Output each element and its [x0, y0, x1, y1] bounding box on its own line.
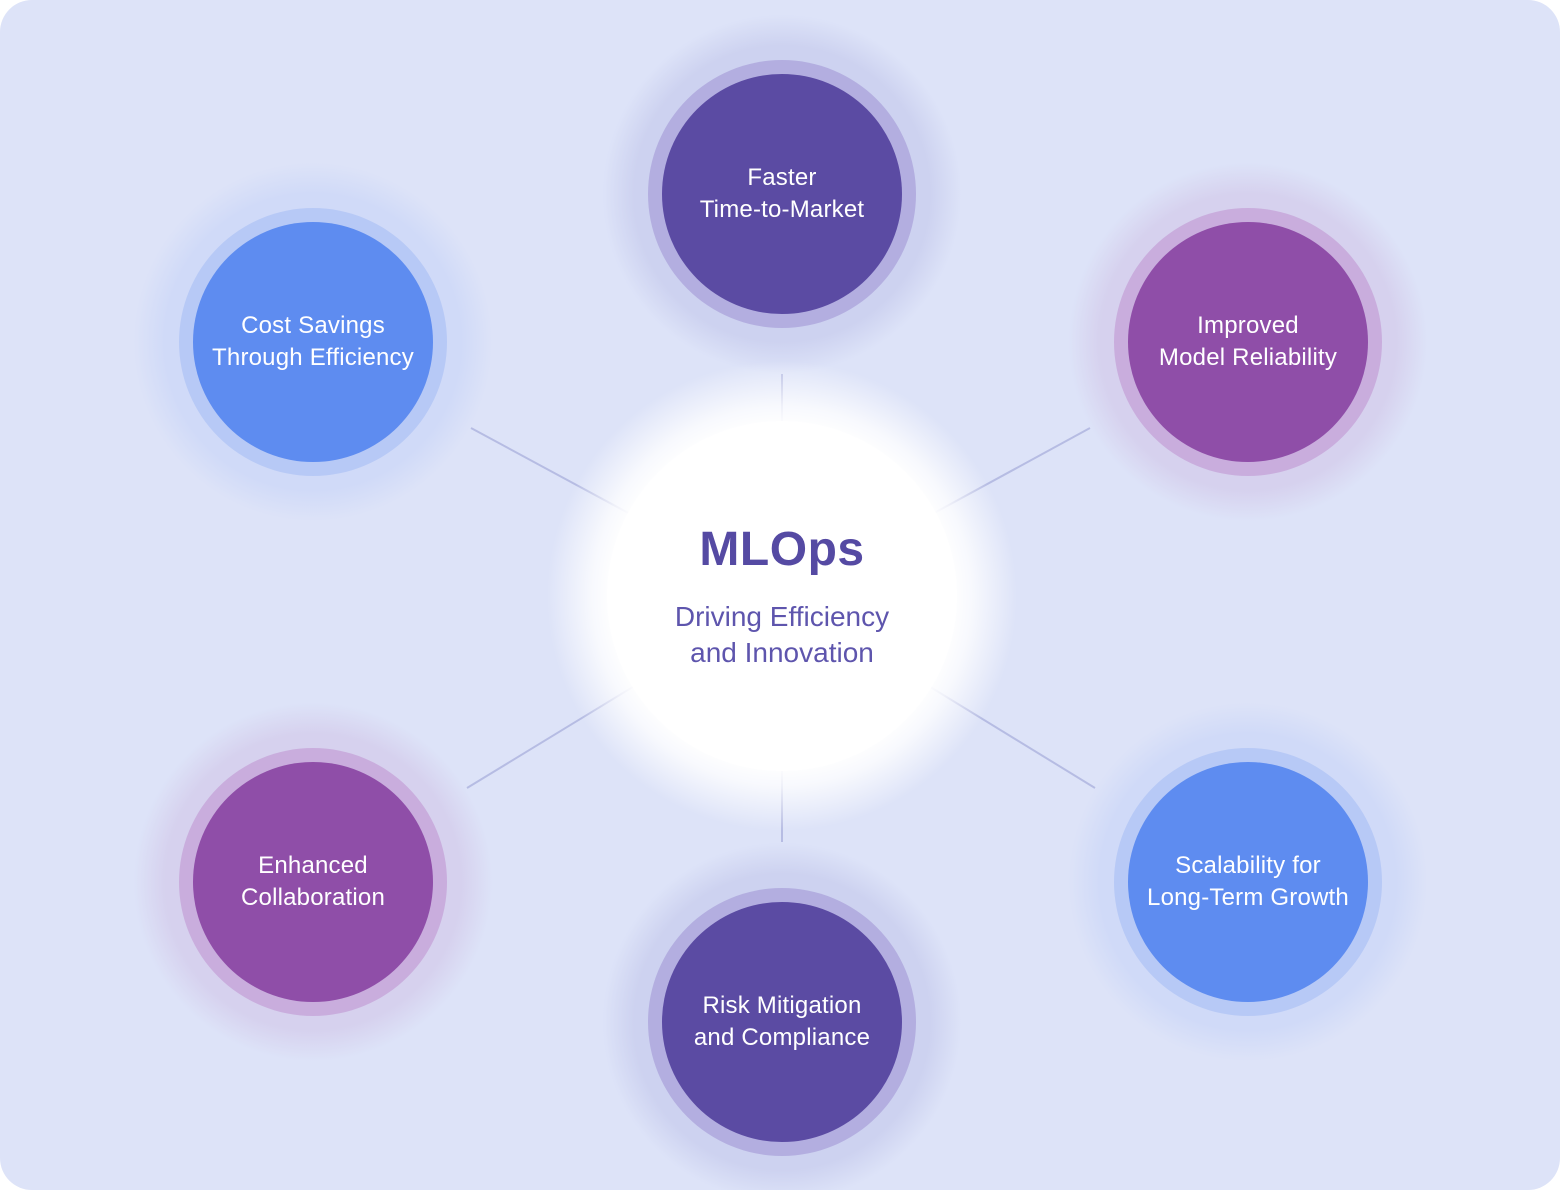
node-bubble: Faster Time-to-Market — [662, 74, 902, 314]
node-label: Improved Model Reliability — [1158, 311, 1338, 371]
node-label: Risk Mitigation and Compliance — [693, 991, 871, 1051]
node-label: Cost Savings Through Efficiency — [212, 311, 414, 371]
node-label: Enhanced Collaboration — [240, 851, 386, 911]
hub-mlops: MLOps Driving Efficiency and Innovation — [547, 361, 1017, 831]
hub-subtitle: Driving Efficiency and Innovation — [674, 600, 890, 668]
node-bubble: Improved Model Reliability — [1128, 222, 1368, 462]
node-bubble: Cost Savings Through Efficiency — [193, 222, 433, 462]
node-risk-mitigation-and-compliance: Risk Mitigation and Compliance — [597, 837, 967, 1190]
node-improved-model-reliability: Improved Model Reliability — [1063, 157, 1433, 527]
node-scalability-for-long-term-growth: Scalability for Long-Term Growth — [1063, 697, 1433, 1067]
hub-circle: MLOps Driving Efficiency and Innovation — [607, 421, 957, 771]
node-bubble: Risk Mitigation and Compliance — [662, 902, 902, 1142]
node-bubble: Enhanced Collaboration — [193, 762, 433, 1002]
node-enhanced-collaboration: Enhanced Collaboration — [128, 697, 498, 1067]
hub-title: MLOps — [699, 522, 865, 576]
node-label: Faster Time-to-Market — [699, 163, 865, 223]
node-faster-time-to-market: Faster Time-to-Market — [597, 9, 967, 379]
node-label: Scalability for Long-Term Growth — [1147, 851, 1349, 911]
node-cost-savings-through-efficiency: Cost Savings Through Efficiency — [128, 157, 498, 527]
node-bubble: Scalability for Long-Term Growth — [1128, 762, 1368, 1002]
